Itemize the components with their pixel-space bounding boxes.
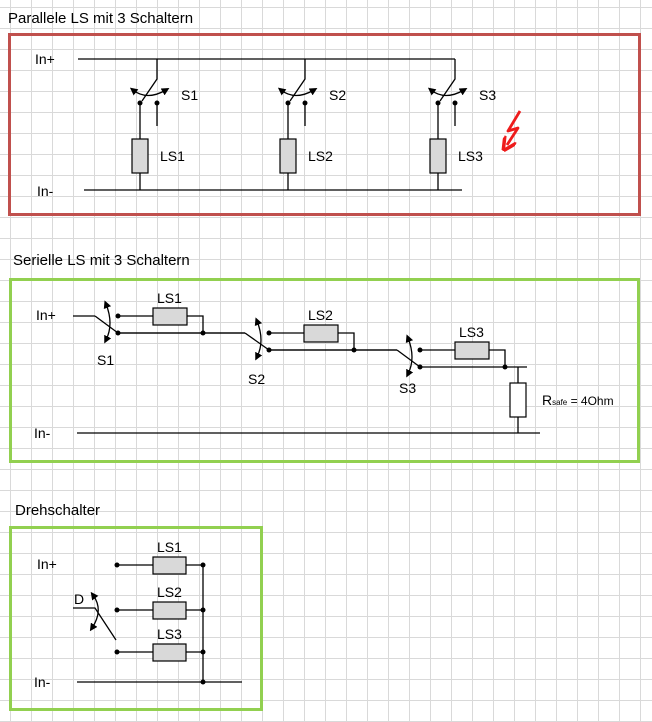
rotary-row: LS2 xyxy=(114,584,206,620)
serial-in-minus-label: In- xyxy=(34,425,51,441)
rotary-frame xyxy=(9,526,263,711)
switch-blade xyxy=(94,315,119,334)
switch-arrow-icon xyxy=(405,334,414,378)
serial-frame xyxy=(9,278,640,463)
switch-arrow-icon xyxy=(277,87,318,97)
rsafe-resistor xyxy=(509,382,527,418)
load-label: LS1 xyxy=(157,290,182,306)
load-label: LS2 xyxy=(308,148,333,164)
switch-label: S1 xyxy=(181,87,198,103)
rotary-junction-dot xyxy=(200,679,206,685)
rotary-row: LS1 xyxy=(114,539,206,575)
load-resistor xyxy=(152,556,187,575)
serial-section: Serielle LS mit 3 Schaltern In+ In- LS1S… xyxy=(9,252,640,463)
load-resistor xyxy=(303,324,339,343)
load-label: LS1 xyxy=(157,539,182,555)
switch-label: S2 xyxy=(248,371,265,387)
load-resistor xyxy=(152,643,187,662)
rotary-switch-arrow-icon xyxy=(89,591,99,632)
load-wire-out xyxy=(489,349,506,367)
load-wire-out xyxy=(338,332,355,350)
junction-dot xyxy=(200,562,206,568)
junction-dot xyxy=(200,649,206,655)
load-label: LS2 xyxy=(308,307,333,323)
load-label: LS2 xyxy=(157,584,182,600)
rotary-row: LS3 xyxy=(114,626,206,662)
load-resistor xyxy=(131,138,149,174)
rsafe-label: Rsafe = 4Ohm xyxy=(542,392,614,408)
switch-arrow-icon xyxy=(254,317,263,361)
serial-in-plus-label: In+ xyxy=(36,307,56,323)
junction-dot xyxy=(502,364,508,370)
serial-title: Serielle LS mit 3 Schaltern xyxy=(13,252,190,269)
rotary-switch-label: D xyxy=(74,591,84,607)
switch-arrow-icon xyxy=(103,300,112,344)
switch-arrow-icon xyxy=(427,87,468,97)
load-resistor xyxy=(454,341,490,360)
load-resistor xyxy=(429,138,447,174)
switch-blade xyxy=(396,349,421,368)
switch-label: S3 xyxy=(479,87,496,103)
junction-dot xyxy=(200,607,206,613)
switch-label: S1 xyxy=(97,352,114,368)
rotary-in-minus-label: In- xyxy=(34,674,51,690)
load-wire-out xyxy=(187,315,204,333)
load-resistor xyxy=(279,138,297,174)
parallel-section: Parallele LS mit 3 Schaltern In+ In- S1L… xyxy=(8,10,641,216)
load-resistor xyxy=(152,601,187,620)
switch-label: S2 xyxy=(329,87,346,103)
rotary-title: Drehschalter xyxy=(15,502,100,519)
rsafe-symbol: R xyxy=(542,392,552,408)
switch-blade xyxy=(244,332,270,351)
switch-arrow-icon xyxy=(129,87,170,97)
switch-label: S3 xyxy=(399,380,416,396)
parallel-frame xyxy=(8,33,641,216)
rotary-switch xyxy=(73,591,117,641)
rotary-in-plus-label: In+ xyxy=(37,556,57,572)
load-label: LS1 xyxy=(160,148,185,164)
load-label: LS3 xyxy=(458,148,483,164)
lightning-bolt-icon xyxy=(507,110,522,145)
load-resistor xyxy=(152,307,188,326)
load-label: LS3 xyxy=(459,324,484,340)
parallel-title: Parallele LS mit 3 Schaltern xyxy=(8,10,193,27)
rsafe-value: = 4Ohm xyxy=(567,394,613,408)
rsafe-subscript: safe xyxy=(552,398,568,407)
parallel-in-minus-label: In- xyxy=(37,183,54,199)
load-label: LS3 xyxy=(157,626,182,642)
parallel-in-plus-label: In+ xyxy=(35,51,55,67)
